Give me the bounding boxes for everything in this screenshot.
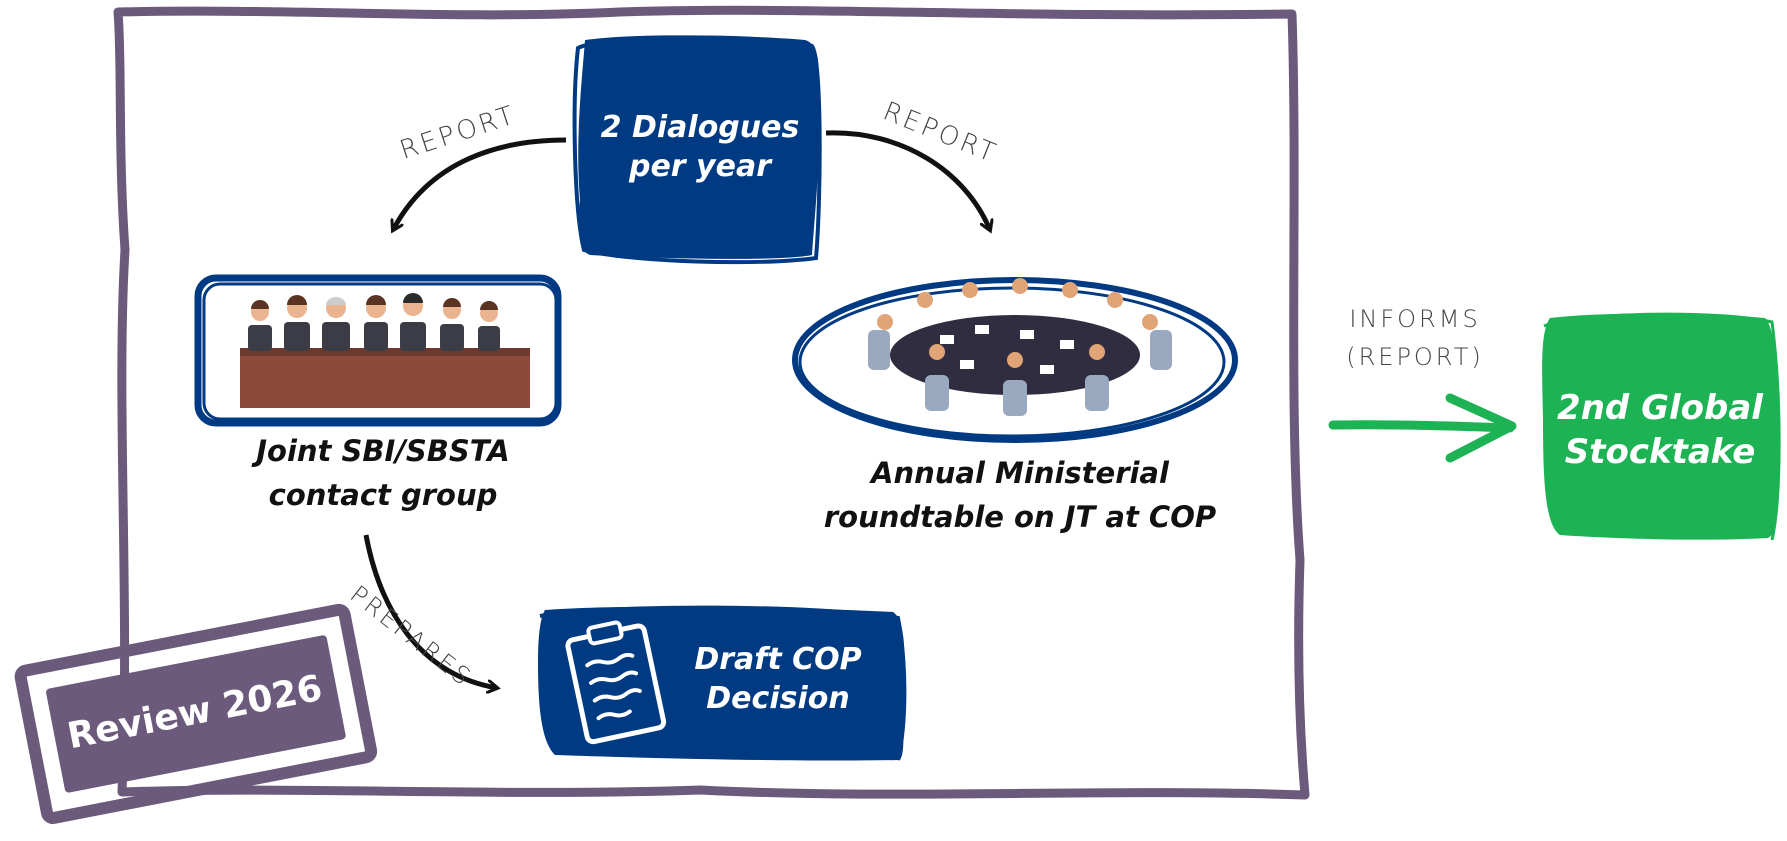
- informs-label: INFORMS (REPORT): [1346, 305, 1484, 372]
- roundtable-meeting-illustration: [868, 278, 1172, 416]
- stocktake-box: [1542, 313, 1779, 540]
- dialogues-box-outline: [572, 35, 822, 265]
- dialogues-label: 2 Dialogues per year: [600, 110, 800, 184]
- prepares-arrow: [363, 534, 497, 688]
- outer-frame: [113, 5, 1310, 800]
- report-left-arrow: [393, 137, 567, 230]
- informs-arrow: [1328, 393, 1517, 463]
- report-right-arrow: [825, 130, 990, 230]
- clipboard-icon: [565, 620, 667, 745]
- ministerial-label: Annual Ministerial roundtable on JT at C…: [823, 456, 1217, 534]
- panel-of-people-illustration: [240, 293, 530, 408]
- review-stamp: [14, 603, 378, 825]
- dialogues-box: [578, 35, 820, 259]
- draft-box: [538, 606, 905, 761]
- joint-group-label: Joint SBI/SBSTA contact group: [256, 434, 510, 512]
- draft-label: Draft COP Decision: [694, 642, 862, 716]
- stocktake-label: 2nd Global Stocktake: [1557, 388, 1763, 473]
